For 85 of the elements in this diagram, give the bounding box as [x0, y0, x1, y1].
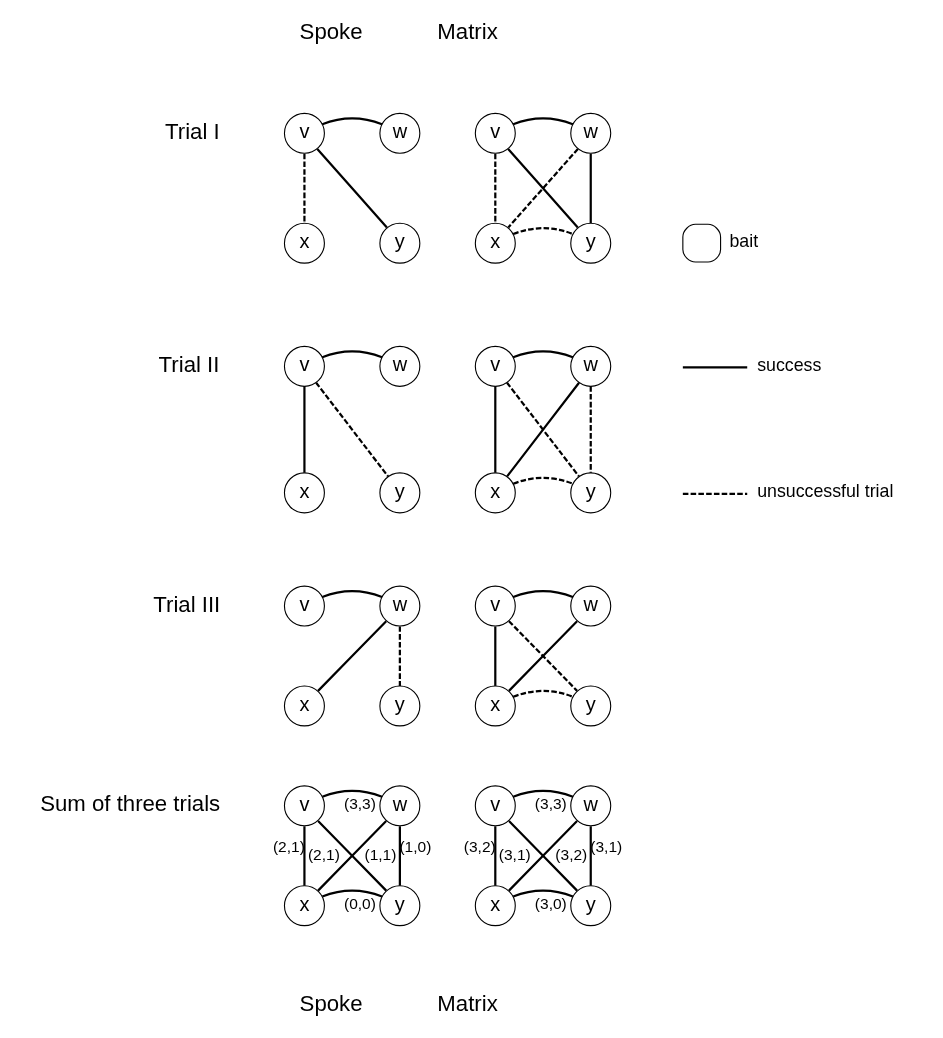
node-circle: v — [474, 112, 516, 154]
node-circle: v — [474, 345, 516, 387]
legend-label: success — [756, 354, 821, 375]
edge-label: (1,1) — [363, 845, 396, 863]
node-circle: w — [378, 345, 420, 387]
node-circle: v — [283, 112, 325, 154]
connector — [321, 116, 382, 125]
node-circle: y — [378, 222, 420, 264]
node-circle: w — [569, 585, 611, 627]
node-circle: v — [474, 784, 516, 826]
node-circle: y — [378, 684, 420, 726]
connector — [512, 476, 573, 485]
node-circle: w — [569, 784, 611, 826]
connector — [493, 153, 496, 223]
node-circle: y — [569, 884, 611, 926]
node-circle: x — [283, 684, 325, 726]
connector — [316, 619, 387, 692]
node-circle: v — [283, 345, 325, 387]
node-circle: w — [378, 585, 420, 627]
edge-label: (0,0) — [343, 894, 376, 912]
connector — [302, 825, 306, 886]
label: Spoke — [299, 990, 363, 1016]
connector — [493, 625, 496, 686]
legend-label: unsuccessful trial — [756, 480, 893, 501]
edge-label: (3,3) — [534, 794, 567, 812]
node-circle: x — [474, 884, 516, 926]
edge-label: (3,3) — [343, 794, 376, 812]
label: Matrix — [436, 990, 498, 1016]
connector — [314, 381, 389, 477]
connector — [302, 153, 306, 223]
node-circle: v — [283, 585, 325, 627]
connector — [507, 819, 578, 891]
node-circle: w — [378, 112, 420, 154]
edge-label: (1,0) — [398, 837, 431, 855]
connector — [512, 226, 573, 235]
label: Trial III — [152, 591, 220, 617]
connector — [506, 147, 579, 228]
connector — [589, 385, 592, 473]
connector — [589, 825, 592, 886]
connector — [321, 889, 382, 898]
connector — [302, 385, 306, 473]
node-circle: x — [283, 471, 325, 513]
node-circle: x — [474, 222, 516, 264]
node-circle: y — [378, 471, 420, 513]
label: Trial II — [158, 351, 219, 377]
connector — [512, 689, 573, 698]
node-circle: y — [569, 471, 611, 513]
connector — [315, 147, 388, 228]
connector — [316, 819, 387, 891]
node-circle: y — [378, 884, 420, 926]
connector — [321, 789, 382, 798]
connector — [512, 889, 573, 898]
node-circle: v — [474, 585, 516, 627]
label: Spoke — [299, 18, 363, 44]
node-circle: x — [474, 684, 516, 726]
connector — [512, 589, 573, 598]
label: Sum of three trials — [39, 790, 220, 816]
node-circle: y — [569, 684, 611, 726]
connector — [321, 349, 382, 358]
edge-label: (2,1) — [307, 845, 340, 863]
connector — [505, 381, 580, 477]
connector — [493, 385, 496, 473]
connector — [589, 153, 592, 223]
label: Trial I — [164, 118, 220, 144]
connector — [321, 589, 382, 598]
node-circle: w — [569, 112, 611, 154]
connector — [512, 116, 573, 125]
connector — [512, 349, 573, 358]
edge-label: (3,1) — [498, 845, 531, 863]
connector — [398, 625, 401, 686]
connector — [493, 825, 496, 886]
node-circle: w — [378, 784, 420, 826]
connector — [512, 789, 573, 798]
connector — [507, 619, 578, 692]
node-circle: w — [569, 345, 611, 387]
node-circle: v — [283, 784, 325, 826]
node-circle: x — [283, 222, 325, 264]
connector — [398, 825, 401, 886]
legend-label: bait — [728, 230, 758, 251]
edge-label: (3,0) — [534, 894, 567, 912]
node-circle: x — [283, 884, 325, 926]
node-circle: y — [569, 222, 611, 264]
label: Matrix — [436, 18, 498, 44]
node-circle: x — [474, 471, 516, 513]
edge-label: (3,2) — [554, 845, 587, 863]
